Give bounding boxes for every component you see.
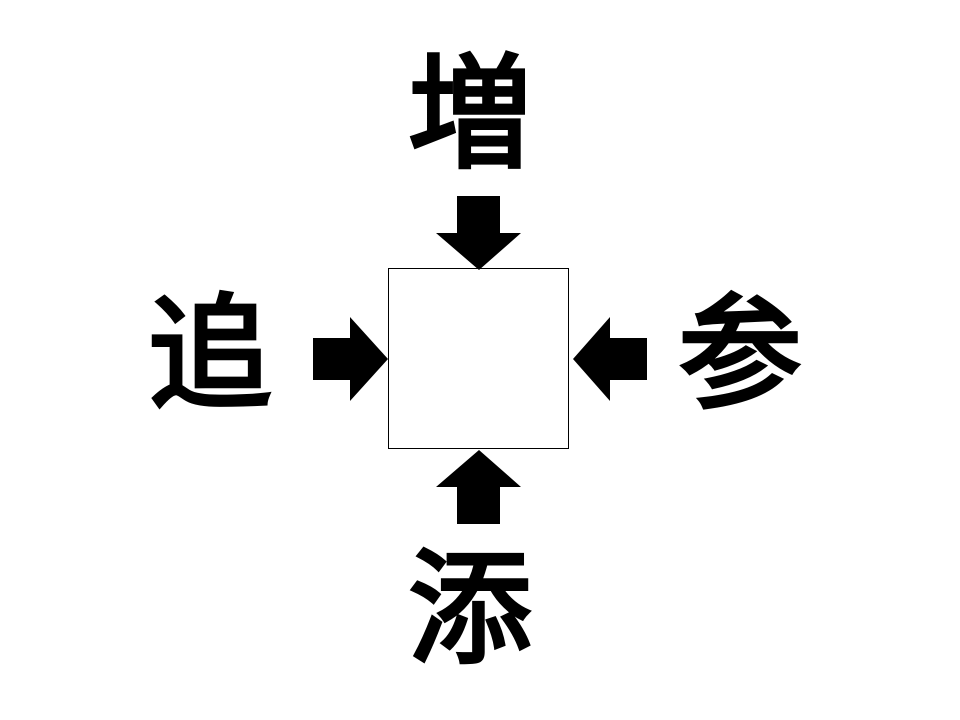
kanji-left: 追	[147, 283, 272, 427]
arrow-left-icon	[573, 317, 647, 401]
arrow-up-icon	[436, 450, 521, 524]
arrow-down-icon	[436, 196, 521, 270]
answer-box[interactable]	[388, 268, 569, 449]
kanji-right: 参	[677, 283, 802, 427]
arrow-right-icon	[313, 317, 388, 401]
kanji-bottom: 添	[407, 538, 532, 682]
kanji-top: 増	[407, 43, 532, 187]
